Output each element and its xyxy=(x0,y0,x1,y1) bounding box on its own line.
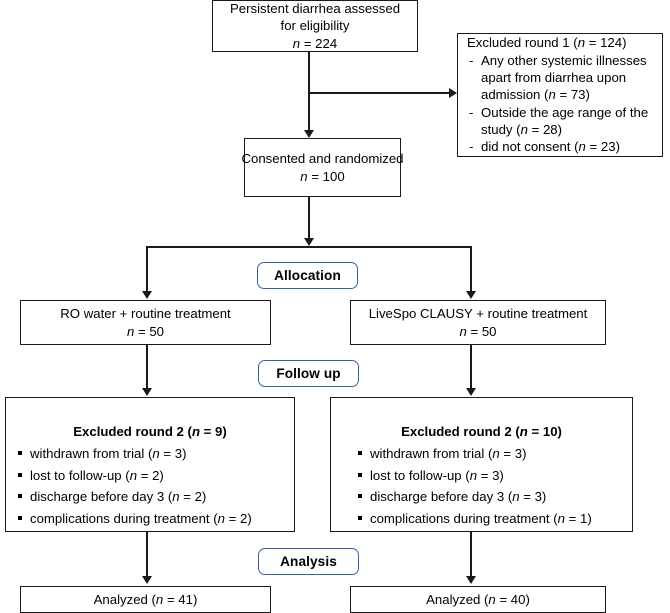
excluded-round1-reason-item: Any other systemic illnesses apart from … xyxy=(467,52,648,104)
arm-treatment-count: n = 50 xyxy=(459,323,497,339)
connector-excluded2-to-analyzed-control xyxy=(146,532,148,577)
arrowhead-enrollment-to-randomized xyxy=(304,130,314,138)
node-excluded-round2-treatment: Excluded round 2 (n = 10) withdrawn from… xyxy=(330,397,633,532)
arrowhead-allocation-to-treatment xyxy=(466,291,476,299)
excluded-round1-header: Excluded round 1 (n = 124) xyxy=(467,35,627,51)
excluded-round2-control-item: discharge before day 3 (n = 2) xyxy=(16,486,252,507)
connector-allocation-to-treatment xyxy=(470,246,472,292)
connector-allocation-to-control xyxy=(146,246,148,292)
stage-analysis-text: Analysis xyxy=(280,554,337,569)
excluded-round2-control-list: withdrawn from trial (n = 3) lost to fol… xyxy=(6,443,252,529)
excluded-round2-treatment-header: Excluded round 2 (n = 10) xyxy=(401,424,562,439)
excluded-round1-reason-list: Any other systemic illnesses apart from … xyxy=(467,52,648,157)
connector-control-to-excluded2 xyxy=(146,345,148,389)
node-randomized: Consented and randomized n = 100 xyxy=(241,138,404,197)
excluded-round2-treatment-item: discharge before day 3 (n = 3) xyxy=(356,486,592,507)
excluded-round2-control-item: complications during treatment (n = 2) xyxy=(16,508,252,529)
stage-allocation-text: Allocation xyxy=(274,268,341,283)
node-excluded-round2-control: Excluded round 2 (n = 9) withdrawn from … xyxy=(5,397,295,532)
analyzed-treatment-text: Analyzed (n = 40) xyxy=(426,591,530,607)
enrollment-count: n = 224 xyxy=(292,35,338,51)
arrowhead-excluded2-to-analyzed-control xyxy=(142,576,152,584)
excluded-round2-treatment-list: withdrawn from trial (n = 3) lost to fol… xyxy=(331,443,592,529)
excluded-round2-control-item: withdrawn from trial (n = 3) xyxy=(16,443,252,464)
enrollment-line1: Persistent diarrhea assessed xyxy=(229,0,401,16)
connector-randomized-down xyxy=(308,197,310,240)
node-arm-treatment: LiveSpo CLAUSY + routine treatment n = 5… xyxy=(350,300,606,345)
arrowhead-to-excluded-round1 xyxy=(449,88,457,98)
arrowhead-treatment-to-excluded2 xyxy=(466,388,476,396)
connector-excluded2-to-analyzed-treatment xyxy=(470,532,472,577)
stage-followup-text: Follow up xyxy=(276,366,341,381)
excluded-round2-treatment-item: lost to follow-up (n = 3) xyxy=(356,465,592,486)
stage-label-followup: Follow up xyxy=(258,360,359,387)
arm-treatment-line1: LiveSpo CLAUSY + routine treatment xyxy=(368,305,588,321)
excluded-round2-control-header: Excluded round 2 (n = 9) xyxy=(73,424,227,439)
node-excluded-round1: Excluded round 1 (n = 124) Any other sys… xyxy=(457,33,663,157)
connector-to-excluded-round1 xyxy=(308,92,452,94)
arm-control-count: n = 50 xyxy=(126,323,165,339)
excluded-round2-control-item: lost to follow-up (n = 2) xyxy=(16,465,252,486)
excluded-round1-reason-item: did not consent (n = 23) xyxy=(467,138,648,156)
excluded-round1-reason-item: Outside the age range of the study (n = … xyxy=(467,104,648,139)
arrowhead-randomized-down xyxy=(304,238,314,246)
excluded-round2-treatment-item: withdrawn from trial (n = 3) xyxy=(356,443,592,464)
node-arm-control: RO water + routine treatment n = 50 xyxy=(20,300,271,345)
stage-label-allocation: Allocation xyxy=(257,262,358,289)
randomized-line1: Consented and randomized xyxy=(241,150,404,166)
stage-label-analysis: Analysis xyxy=(258,548,359,575)
node-analyzed-control: Analyzed (n = 41) xyxy=(20,586,271,613)
connector-treatment-to-excluded2 xyxy=(470,345,472,389)
arm-control-line1: RO water + routine treatment xyxy=(60,305,231,321)
excluded-round2-treatment-item: complications during treatment (n = 1) xyxy=(356,508,592,529)
arrowhead-control-to-excluded2 xyxy=(142,388,152,396)
connector-enrollment-to-randomized xyxy=(308,52,310,130)
enrollment-line2: for eligibility xyxy=(280,18,350,34)
randomized-count: n = 100 xyxy=(300,168,345,184)
node-enrollment: Persistent diarrhea assessed for eligibi… xyxy=(212,0,418,52)
node-analyzed-treatment: Analyzed (n = 40) xyxy=(350,586,606,613)
analyzed-control-text: Analyzed (n = 41) xyxy=(93,591,198,607)
arrowhead-excluded2-to-analyzed-treatment xyxy=(466,576,476,584)
connector-allocation-split xyxy=(146,246,471,248)
arrowhead-allocation-to-control xyxy=(142,291,152,299)
